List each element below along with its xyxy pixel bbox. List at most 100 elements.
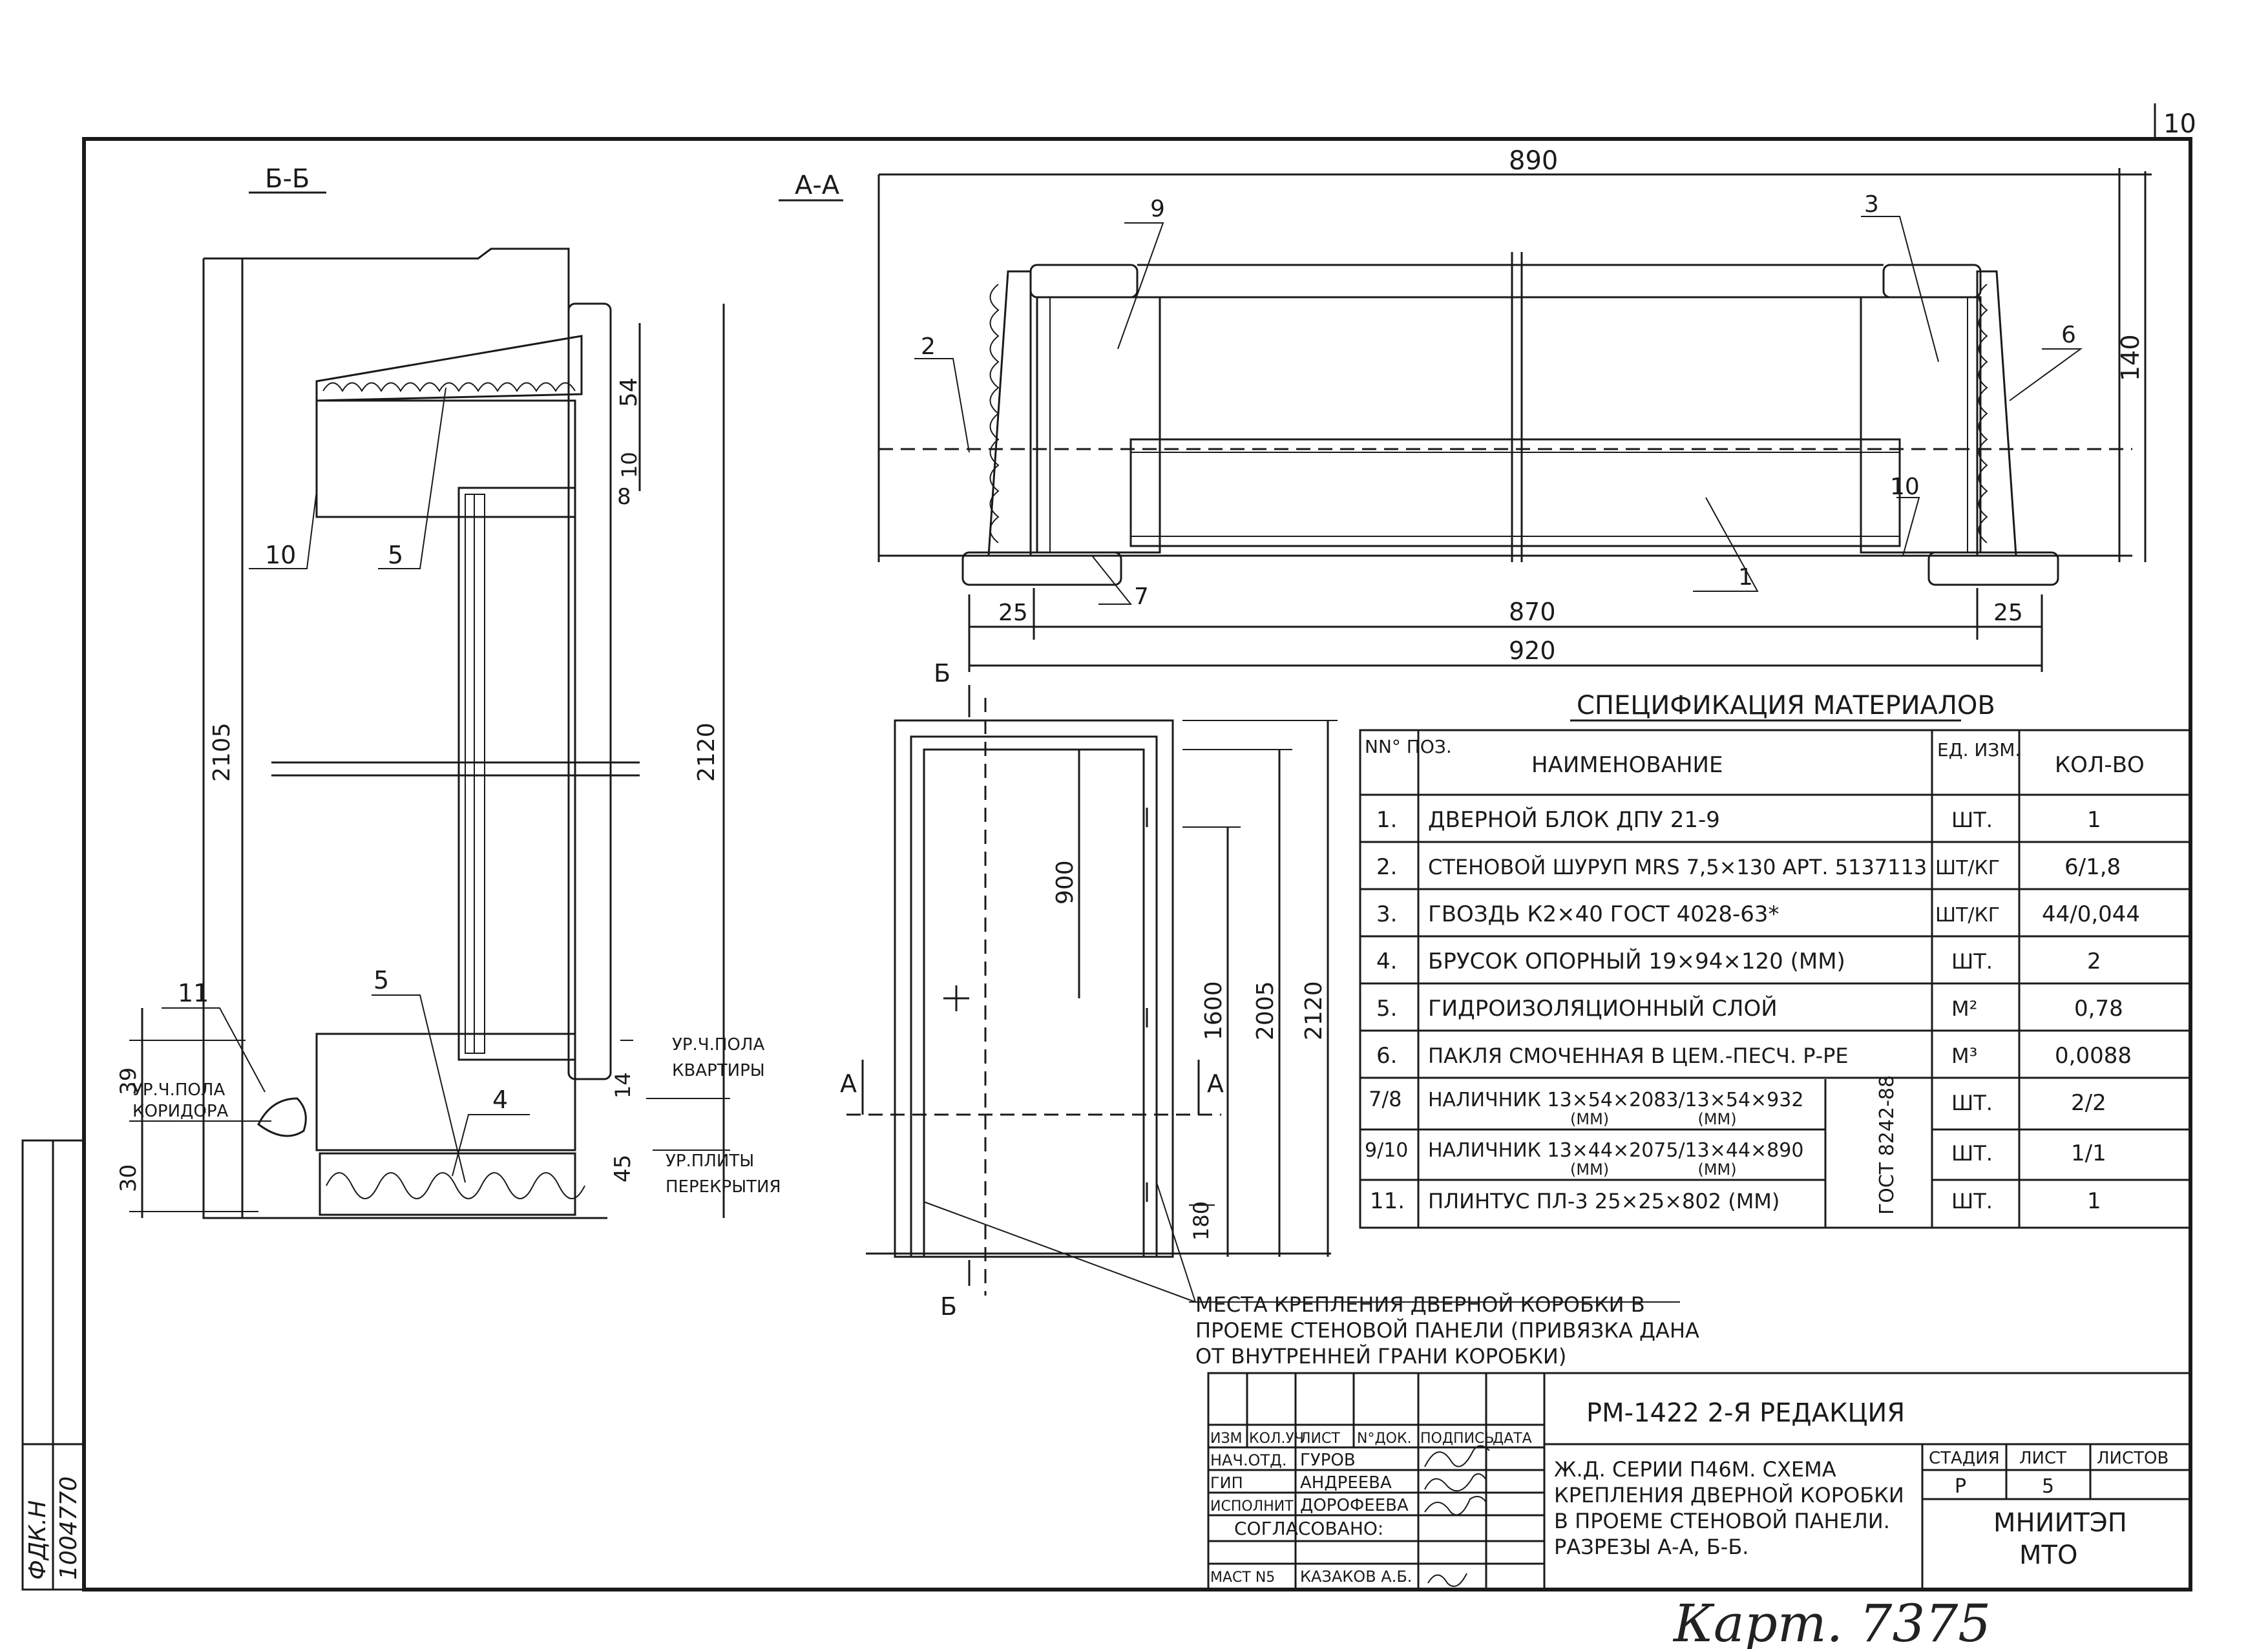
spec-row-7-pos: 7/8 <box>1369 1087 1402 1111</box>
aa-callout-10: 10 <box>1890 474 1920 500</box>
aa-dim-890: 890 <box>1509 146 1558 176</box>
spec-row-5-pos: 5. <box>1376 996 1397 1022</box>
spec-row-9-unit: ШТ. <box>1951 1189 1993 1213</box>
spec-row-4-name: БРУСОК ОПОРНЫЙ 19×94×120 (ММ) <box>1428 948 1845 974</box>
bb-dim-14: 14 <box>611 1072 635 1098</box>
tb-role-3: ИСПОЛНИТ. <box>1210 1498 1298 1515</box>
spec-title: СПЕЦИФИКАЦИЯ МАТЕРИАЛОВ <box>1577 691 1995 720</box>
spec-header-unit: ЕД. ИЗМ. <box>1937 739 2021 761</box>
spec-row-5-qty: 0,78 <box>2074 996 2123 1022</box>
bb-callout-11: 11 <box>178 979 209 1007</box>
spec-row-3-qty: 44/0,044 <box>2042 901 2140 927</box>
spec-row-3-name: ГВОЗДЬ К2×40 ГОСТ 4028-63* <box>1428 901 1780 927</box>
aa-callout-1: 1 <box>1738 564 1753 591</box>
spec-row-7-qty: 2/2 <box>2071 1090 2106 1116</box>
spec-row-9-qty: 1 <box>2087 1188 2101 1214</box>
aa-callout-6: 6 <box>2061 322 2076 348</box>
bb-callout-4: 4 <box>492 1086 508 1114</box>
stamp-archive: ФДК.Н <box>25 1500 51 1580</box>
aa-dim-25-left: 25 <box>998 600 1028 626</box>
bb-dim-2105: 2105 <box>209 722 235 782</box>
spec-row-1-name: ДВЕРНОЙ БЛОК ДПУ 21-9 <box>1428 806 1720 833</box>
aa-callout-3: 3 <box>1864 191 1879 218</box>
aa-callout-7: 7 <box>1134 583 1149 610</box>
tb-org-2: МТО <box>2019 1540 2077 1570</box>
spec-row-8-name-units: (ММ) (ММ) <box>1570 1161 1737 1179</box>
fastening-note-line3: ОТ ВНУТРЕННЕЙ ГРАНИ КОРОБКИ) <box>1195 1344 1566 1369</box>
section-bb: Б-Б <box>129 164 730 1219</box>
bb-level-slab-1: УР.ПЛИТЫ <box>666 1151 754 1171</box>
bb-level-corridor-1: УР.Ч.ПОЛА <box>132 1080 225 1100</box>
tb-col-koluch: КОЛ.УЧ <box>1249 1431 1304 1447</box>
elev-dim-1600: 1600 <box>1201 981 1227 1040</box>
title-block <box>1207 1372 2192 1591</box>
spec-row-4-qty: 2 <box>2087 949 2101 974</box>
spec-row-8-name: НАЛИЧНИК 13×44×2075/13×44×890 <box>1428 1139 1803 1162</box>
tb-org-1: МНИИТЭП <box>1993 1508 2127 1538</box>
elev-cut-a-left: А <box>840 1069 857 1098</box>
spec-row-6-qty: 0,0088 <box>2055 1043 2132 1069</box>
spec-header-name: НАИМЕНОВАНИЕ <box>1531 752 1723 778</box>
fastening-note-line2: ПРОЕМЕ СТЕНОВОЙ ПАНЕЛИ (ПРИВЯЗКА ДАНА <box>1195 1318 1699 1343</box>
spec-header-qty: КОЛ-ВО <box>2055 752 2145 778</box>
sheet-frame <box>82 103 2192 1591</box>
elev-dim-2120: 2120 <box>1301 981 1327 1040</box>
bb-level-corridor-2: КОРИДОРА <box>132 1102 229 1121</box>
spec-row-5-unit: М² <box>1951 996 1977 1021</box>
spec-row-6-name: ПАКЛЯ СМОЧЕННАЯ В ЦЕМ.-ПЕСЧ. Р-РЕ <box>1428 1044 1849 1068</box>
spec-row-1-unit: ШТ. <box>1951 808 1993 832</box>
bb-level-flat-1: УР.Ч.ПОЛА <box>672 1035 764 1055</box>
tb-name-1: ГУРОВ <box>1300 1451 1356 1470</box>
tb-agreed: СОГЛАСОВАНО: <box>1234 1518 1383 1539</box>
spec-row-6-pos: 6. <box>1376 1043 1397 1069</box>
spec-row-9-name: ПЛИНТУС ПЛ-3 25×25×802 (ММ) <box>1428 1189 1780 1213</box>
spec-row-2-pos: 2. <box>1376 854 1397 880</box>
tb-desc-1: Ж.Д. СЕРИИ П46М. СХЕМА <box>1554 1457 1836 1482</box>
aa-callout-9: 9 <box>1150 196 1165 222</box>
tb-stage: Р <box>1955 1475 1966 1498</box>
tb-desc-2: КРЕПЛЕНИЯ ДВЕРНОЙ КОРОБКИ <box>1554 1483 1904 1507</box>
spec-row-2-qty: 6/1,8 <box>2064 854 2121 880</box>
bb-dim-39: 39 <box>116 1067 142 1095</box>
spec-header-pos: NN° ПОЗ. <box>1365 736 1452 757</box>
spec-row-4-unit: ШТ. <box>1951 949 1993 974</box>
bb-callout-5-top: 5 <box>388 541 403 569</box>
tb-role-2: ГИП <box>1210 1474 1243 1492</box>
elev-cut-a-right: А <box>1207 1069 1224 1098</box>
left-stamp <box>21 1139 85 1591</box>
elev-cut-b-top: Б <box>934 659 950 688</box>
fastening-note-line1: МЕСТА КРЕПЛЕНИЯ ДВЕРНОЙ КОРОБКИ В <box>1195 1292 1645 1317</box>
tb-master-name: КАЗАКОВ А.Б. <box>1300 1568 1412 1586</box>
tb-sheets-label: ЛИСТОВ <box>2097 1449 2168 1468</box>
spec-row-3-unit: ШТ/КГ <box>1935 904 2000 927</box>
tb-col-izm: ИЗМ <box>1210 1431 1243 1447</box>
spec-row-7-name: НАЛИЧНИК 13×54×2083/13×54×932 <box>1428 1089 1803 1111</box>
tb-col-sign: ПОДПИСЬ <box>1420 1431 1495 1447</box>
section-aa: А-А <box>779 168 2152 672</box>
bb-level-flat-2: КВАРТИРЫ <box>672 1061 765 1080</box>
section-bb-label: Б-Б <box>265 164 310 194</box>
spec-row-5-name: ГИДРОИЗОЛЯЦИОННЫЙ СЛОЙ <box>1428 995 1778 1022</box>
tb-role-1: НАЧ.ОТД. <box>1210 1451 1286 1469</box>
spec-row-4-pos: 4. <box>1376 949 1397 974</box>
bb-dim-54: 54 <box>616 377 642 407</box>
spec-row-9-pos: 11. <box>1370 1188 1405 1214</box>
section-aa-label: А-А <box>795 171 840 200</box>
elev-dim-900: 900 <box>1052 860 1078 905</box>
aa-dim-25-right: 25 <box>1993 600 2023 626</box>
spec-row-7-unit: ШТ. <box>1951 1091 1993 1115</box>
bb-dim-30: 30 <box>116 1164 142 1192</box>
spec-row-8-pos: 9/10 <box>1365 1139 1408 1162</box>
tb-col-doc: N°ДОК. <box>1357 1431 1412 1447</box>
spec-gost: ГОСТ 8242-88 <box>1876 1075 1898 1215</box>
tb-col-date: ДАТА <box>1493 1431 1532 1447</box>
aa-dim-870: 870 <box>1509 598 1556 626</box>
bb-level-slab-2: ПЕРЕКРЫТИЯ <box>666 1177 781 1197</box>
spec-row-7-name-units: (ММ) (ММ) <box>1570 1110 1737 1128</box>
tb-desc-4: РАЗРЕЗЫ А-А, Б-Б. <box>1554 1535 1748 1559</box>
elev-dim-2005: 2005 <box>1252 981 1279 1040</box>
spec-row-8-unit: ШТ. <box>1951 1141 1993 1166</box>
sheet-corner-number: 10 <box>2163 109 2196 139</box>
spec-row-3-pos: 3. <box>1376 901 1397 927</box>
